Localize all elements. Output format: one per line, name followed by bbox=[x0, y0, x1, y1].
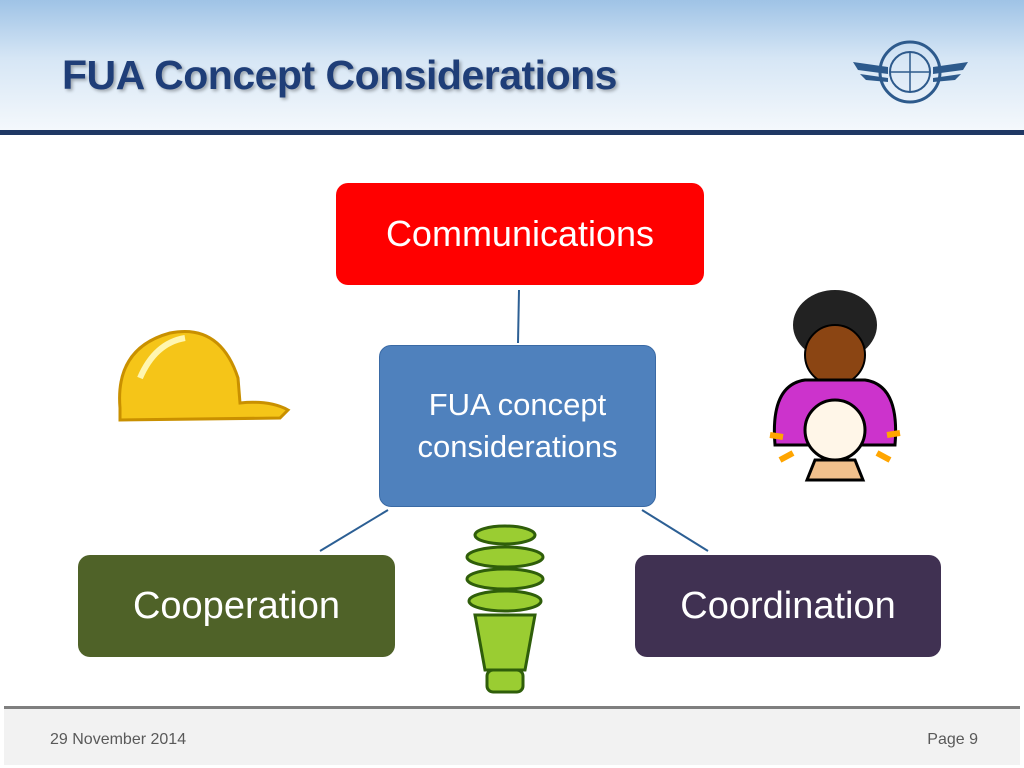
footer-divider bbox=[4, 706, 1020, 709]
crystal-ball-icon bbox=[769, 290, 901, 482]
communications-node: Communications bbox=[336, 183, 704, 285]
page-number: Page 9 bbox=[927, 731, 978, 748]
center-node-line-2: considerations bbox=[417, 429, 618, 464]
icao-logo-icon bbox=[853, 40, 968, 104]
hard-hat-icon bbox=[118, 330, 291, 422]
header-divider bbox=[0, 130, 1024, 135]
connector-left bbox=[319, 509, 389, 552]
slide-header bbox=[0, 0, 1024, 130]
center-node-line-1: FUA concept bbox=[428, 387, 607, 422]
connector-top bbox=[517, 289, 520, 344]
connector-right bbox=[641, 509, 709, 552]
slide-title: FUA Concept Considerations bbox=[62, 52, 617, 98]
center-node: FUA concept considerations bbox=[379, 345, 656, 507]
footer-date: 29 November 2014 bbox=[50, 731, 187, 748]
coordination-node: Coordination bbox=[635, 555, 941, 657]
cooperation-node: Cooperation bbox=[78, 555, 395, 657]
slide-footer bbox=[4, 708, 1020, 765]
